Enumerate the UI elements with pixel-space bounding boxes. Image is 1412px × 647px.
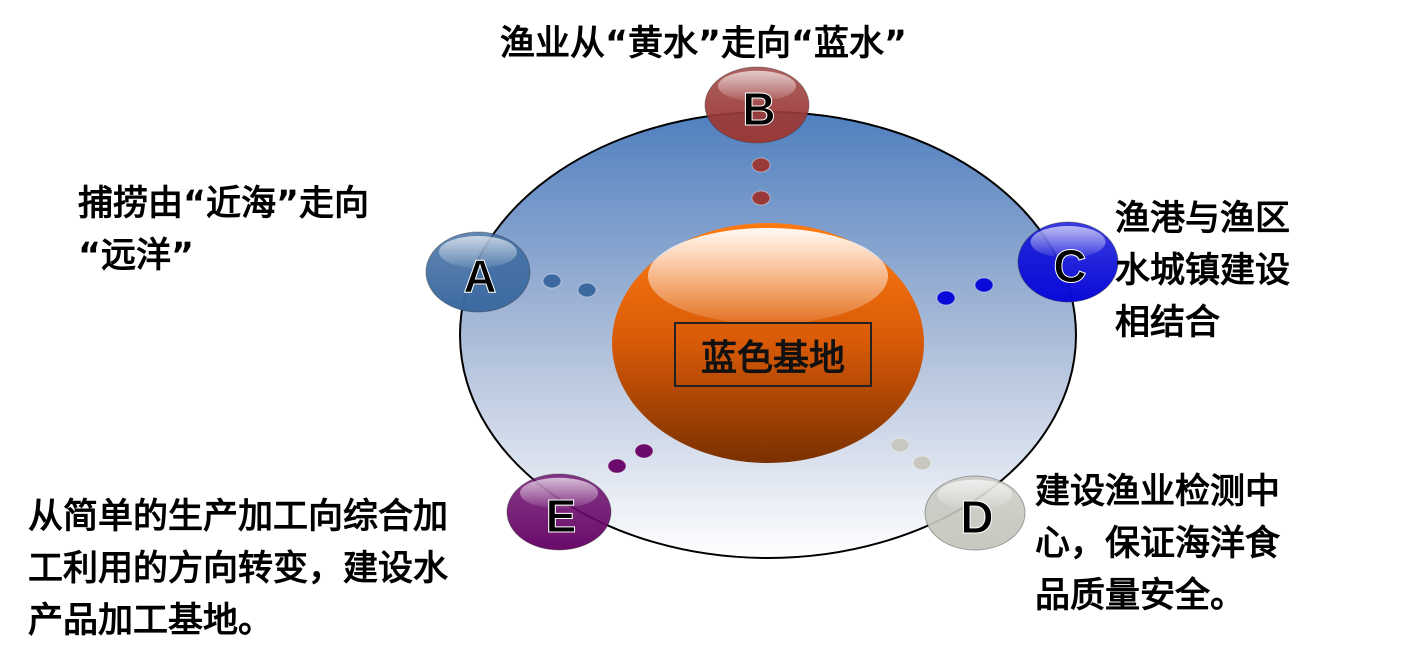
node-gloss-e: [520, 477, 598, 509]
node-letter-c: C: [1053, 240, 1086, 292]
label-d-line: 心，保证海洋食: [1035, 524, 1281, 564]
label-c-line: 水城镇建设: [1115, 251, 1291, 291]
connector-dot-a: [577, 282, 597, 298]
label-a: 捕捞由“近海”走向 “远洋”: [78, 178, 369, 282]
label-d-line: 品质量安全。: [1035, 576, 1246, 616]
label-c-line: 渔港与渔区: [1115, 199, 1291, 239]
center-label: 蓝色基地: [674, 322, 872, 387]
node-letter-e: E: [546, 490, 577, 542]
label-e: 从简单的生产加工向综合加 工利用的方向转变，建设水 产品加工基地。: [28, 491, 448, 647]
connector-dot-c: [936, 290, 956, 306]
label-b: 渔业从“黄水”走向“蓝水”: [500, 18, 907, 70]
connector-dot-d: [890, 437, 910, 453]
node-letter-b: B: [742, 83, 775, 135]
node-gloss-a: [439, 236, 517, 268]
connector-dot-c: [974, 277, 994, 293]
connector-dot-b: [751, 157, 771, 173]
label-c: 渔港与渔区 水城镇建设 相结合: [1115, 193, 1290, 349]
connector-dot-e: [607, 458, 627, 474]
label-c-line: 相结合: [1115, 303, 1221, 343]
label-b-line: 渔业从“黄水”走向“蓝水”: [500, 24, 908, 64]
node-gloss-d: [937, 479, 1013, 510]
connector-dot-d: [912, 455, 932, 471]
node-letter-a: A: [463, 250, 496, 302]
connector-dot-a: [542, 273, 562, 289]
center-sphere-gloss: [648, 228, 888, 324]
label-d: 建设渔业检测中 心，保证海洋食 品质量安全。: [1035, 466, 1280, 622]
label-e-line: 从简单的生产加工向综合加: [28, 497, 449, 537]
label-a-line: 捕捞由“近海”走向: [78, 184, 370, 224]
node-gloss-c: [1030, 226, 1106, 258]
node-letter-d: D: [960, 491, 993, 543]
node-gloss-b: [718, 70, 796, 102]
label-a-line: “远洋”: [78, 236, 195, 276]
label-d-line: 建设渔业检测中: [1035, 472, 1281, 512]
connector-dot-e: [634, 443, 654, 459]
connector-dot-b: [751, 190, 771, 206]
label-e-line: 产品加工基地。: [28, 601, 274, 641]
label-e-line: 工利用的方向转变，建设水: [28, 549, 449, 589]
